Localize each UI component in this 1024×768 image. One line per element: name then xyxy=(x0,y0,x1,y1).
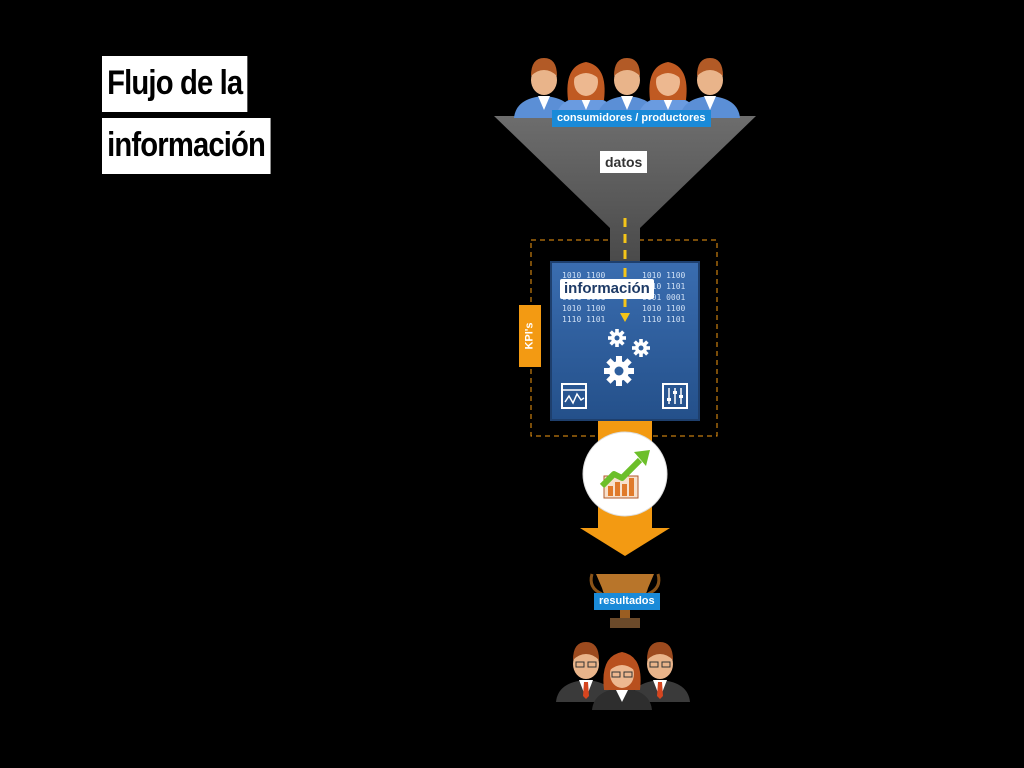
kpi-label: KPI's xyxy=(519,305,541,367)
title-line-2: información xyxy=(102,118,271,174)
monitor-chart-icon xyxy=(561,383,587,409)
executives-group xyxy=(556,642,690,710)
results-label: resultados xyxy=(594,593,660,610)
data-label: datos xyxy=(600,151,648,173)
information-label: información xyxy=(560,279,654,299)
executive-icon xyxy=(592,652,652,710)
person-icon xyxy=(680,58,740,118)
settings-sliders-icon xyxy=(662,383,688,409)
funnel-shape xyxy=(494,116,756,262)
title-line-1: Flujo de la xyxy=(102,56,248,112)
executive-icon xyxy=(556,642,616,702)
gears-icon xyxy=(604,329,650,386)
growth-chart-icon xyxy=(582,431,668,517)
people-group-top xyxy=(514,58,740,118)
kpi-text: KPI's xyxy=(524,322,537,350)
consumers-producers-label: consumidores / productores xyxy=(552,110,711,127)
